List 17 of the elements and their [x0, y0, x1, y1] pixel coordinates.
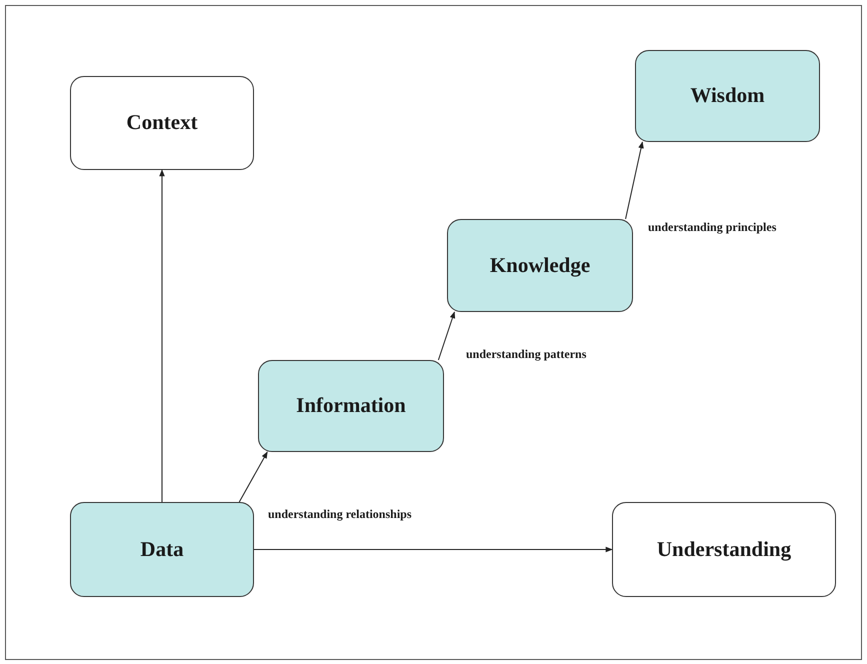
arrow — [159, 169, 165, 502]
arrow — [625, 141, 644, 220]
node-label: Knowledge — [490, 252, 590, 279]
arrow — [238, 451, 268, 502]
node-label: Data — [140, 536, 184, 563]
node-label: Context — [126, 109, 198, 136]
rounded-box — [635, 50, 820, 142]
rounded-box — [258, 360, 444, 452]
node-label: Understanding — [656, 536, 792, 563]
arrow — [254, 546, 613, 552]
node-label: Information — [296, 392, 406, 420]
rounded-box — [70, 502, 254, 597]
rounded-box — [447, 219, 633, 312]
node-label: Wisdom — [690, 82, 765, 110]
rounded-box — [70, 76, 254, 170]
rounded-box — [612, 502, 836, 597]
arrow — [438, 311, 456, 360]
